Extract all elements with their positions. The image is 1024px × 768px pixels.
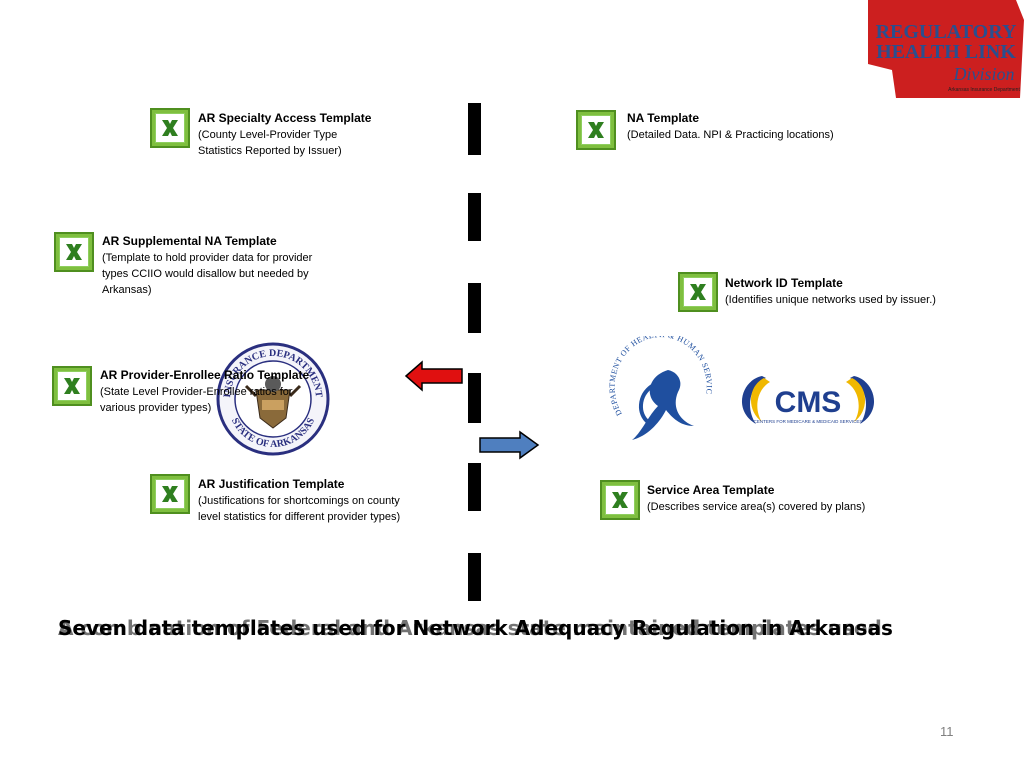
divider-dash bbox=[468, 463, 481, 511]
divider-dash bbox=[468, 373, 481, 423]
ar-specialty-title: AR Specialty Access Template bbox=[198, 111, 372, 125]
network-id-title: Network ID Template bbox=[725, 276, 843, 290]
ar-supplemental-desc-1: (Template to hold provider data for prov… bbox=[102, 252, 313, 264]
excel-file-icon[interactable] bbox=[52, 366, 92, 406]
service-area-title: Service Area Template bbox=[647, 483, 775, 497]
excel-file-icon[interactable] bbox=[54, 232, 94, 272]
slide-headline: Seven data templates used for Network Ad… bbox=[58, 616, 893, 640]
page-number: 11 bbox=[940, 724, 954, 739]
regulatory-health-link-logo: REGULATORY HEALTH LINK Division Arkansas… bbox=[868, 0, 1024, 98]
ar-specialty-desc-1: (County Level-Provider Type bbox=[198, 129, 338, 141]
na-template-desc-1: (Detailed Data. NPI & Practicing locatio… bbox=[627, 129, 834, 141]
excel-file-icon[interactable] bbox=[600, 480, 640, 520]
cms-name: CMS bbox=[775, 386, 842, 419]
divider-dash bbox=[468, 103, 481, 155]
logo-line2: HEALTH LINK bbox=[876, 41, 1016, 63]
ar-provider-ratio-title: AR Provider-Enrollee Ratio Template bbox=[100, 368, 310, 382]
cms-sub: CENTERS FOR MEDICARE & MEDICAID SERVICES bbox=[754, 419, 863, 424]
ar-supplemental-desc-3: Arkansas) bbox=[102, 284, 152, 296]
ar-provider-ratio-desc-2: various provider types) bbox=[100, 402, 212, 414]
arrow-left-icon bbox=[404, 360, 463, 392]
excel-file-icon[interactable] bbox=[576, 110, 616, 150]
logo-line4: Arkansas Insurance Department bbox=[948, 87, 1020, 93]
excel-file-icon[interactable] bbox=[678, 272, 718, 312]
ar-justification-desc-2: level statistics for different provider … bbox=[198, 511, 401, 523]
ar-supplemental-title: AR Supplemental NA Template bbox=[102, 234, 277, 248]
service-area-desc-1: (Describes service area(s) covered by pl… bbox=[647, 501, 866, 513]
logo-line3: Division bbox=[953, 64, 1015, 84]
ar-justification-desc-1: (Justifications for shortcomings on coun… bbox=[198, 495, 400, 507]
network-id-desc-1: (Identifies unique networks used by issu… bbox=[725, 294, 936, 306]
divider-dash bbox=[468, 193, 481, 241]
arrow-right-icon bbox=[479, 430, 540, 460]
divider-dash bbox=[468, 553, 481, 601]
ar-supplemental-desc-2: types CCIIO would disallow but needed by bbox=[102, 268, 309, 280]
hhs-seal: DEPARTMENT OF HEALTH & HUMAN SERVICES US… bbox=[608, 336, 713, 440]
headline-overlay-text: A combination of Federal and Arkansas st… bbox=[58, 616, 882, 640]
headline-text: Seven data templates used for Network Ad… bbox=[58, 616, 893, 640]
cms-logo: CMS CENTERS FOR MEDICARE & MEDICAID SERV… bbox=[741, 376, 875, 424]
ar-provider-ratio-desc-1: (State Level Provider-Enrollee ratios fo… bbox=[100, 386, 293, 398]
ar-specialty-desc-2: Statistics Reported by Issuer) bbox=[198, 145, 342, 157]
divider-dash bbox=[468, 283, 481, 333]
ar-justification-title: AR Justification Template bbox=[198, 477, 345, 491]
excel-file-icon[interactable] bbox=[150, 474, 190, 514]
na-template-title: NA Template bbox=[627, 111, 700, 125]
logo-line1: REGULATORY bbox=[876, 21, 1017, 43]
excel-file-icon[interactable] bbox=[150, 108, 190, 148]
arkansas-insurance-seal: INSURANCE DEPARTMENT STATE OF ARKANSAS bbox=[216, 342, 330, 456]
